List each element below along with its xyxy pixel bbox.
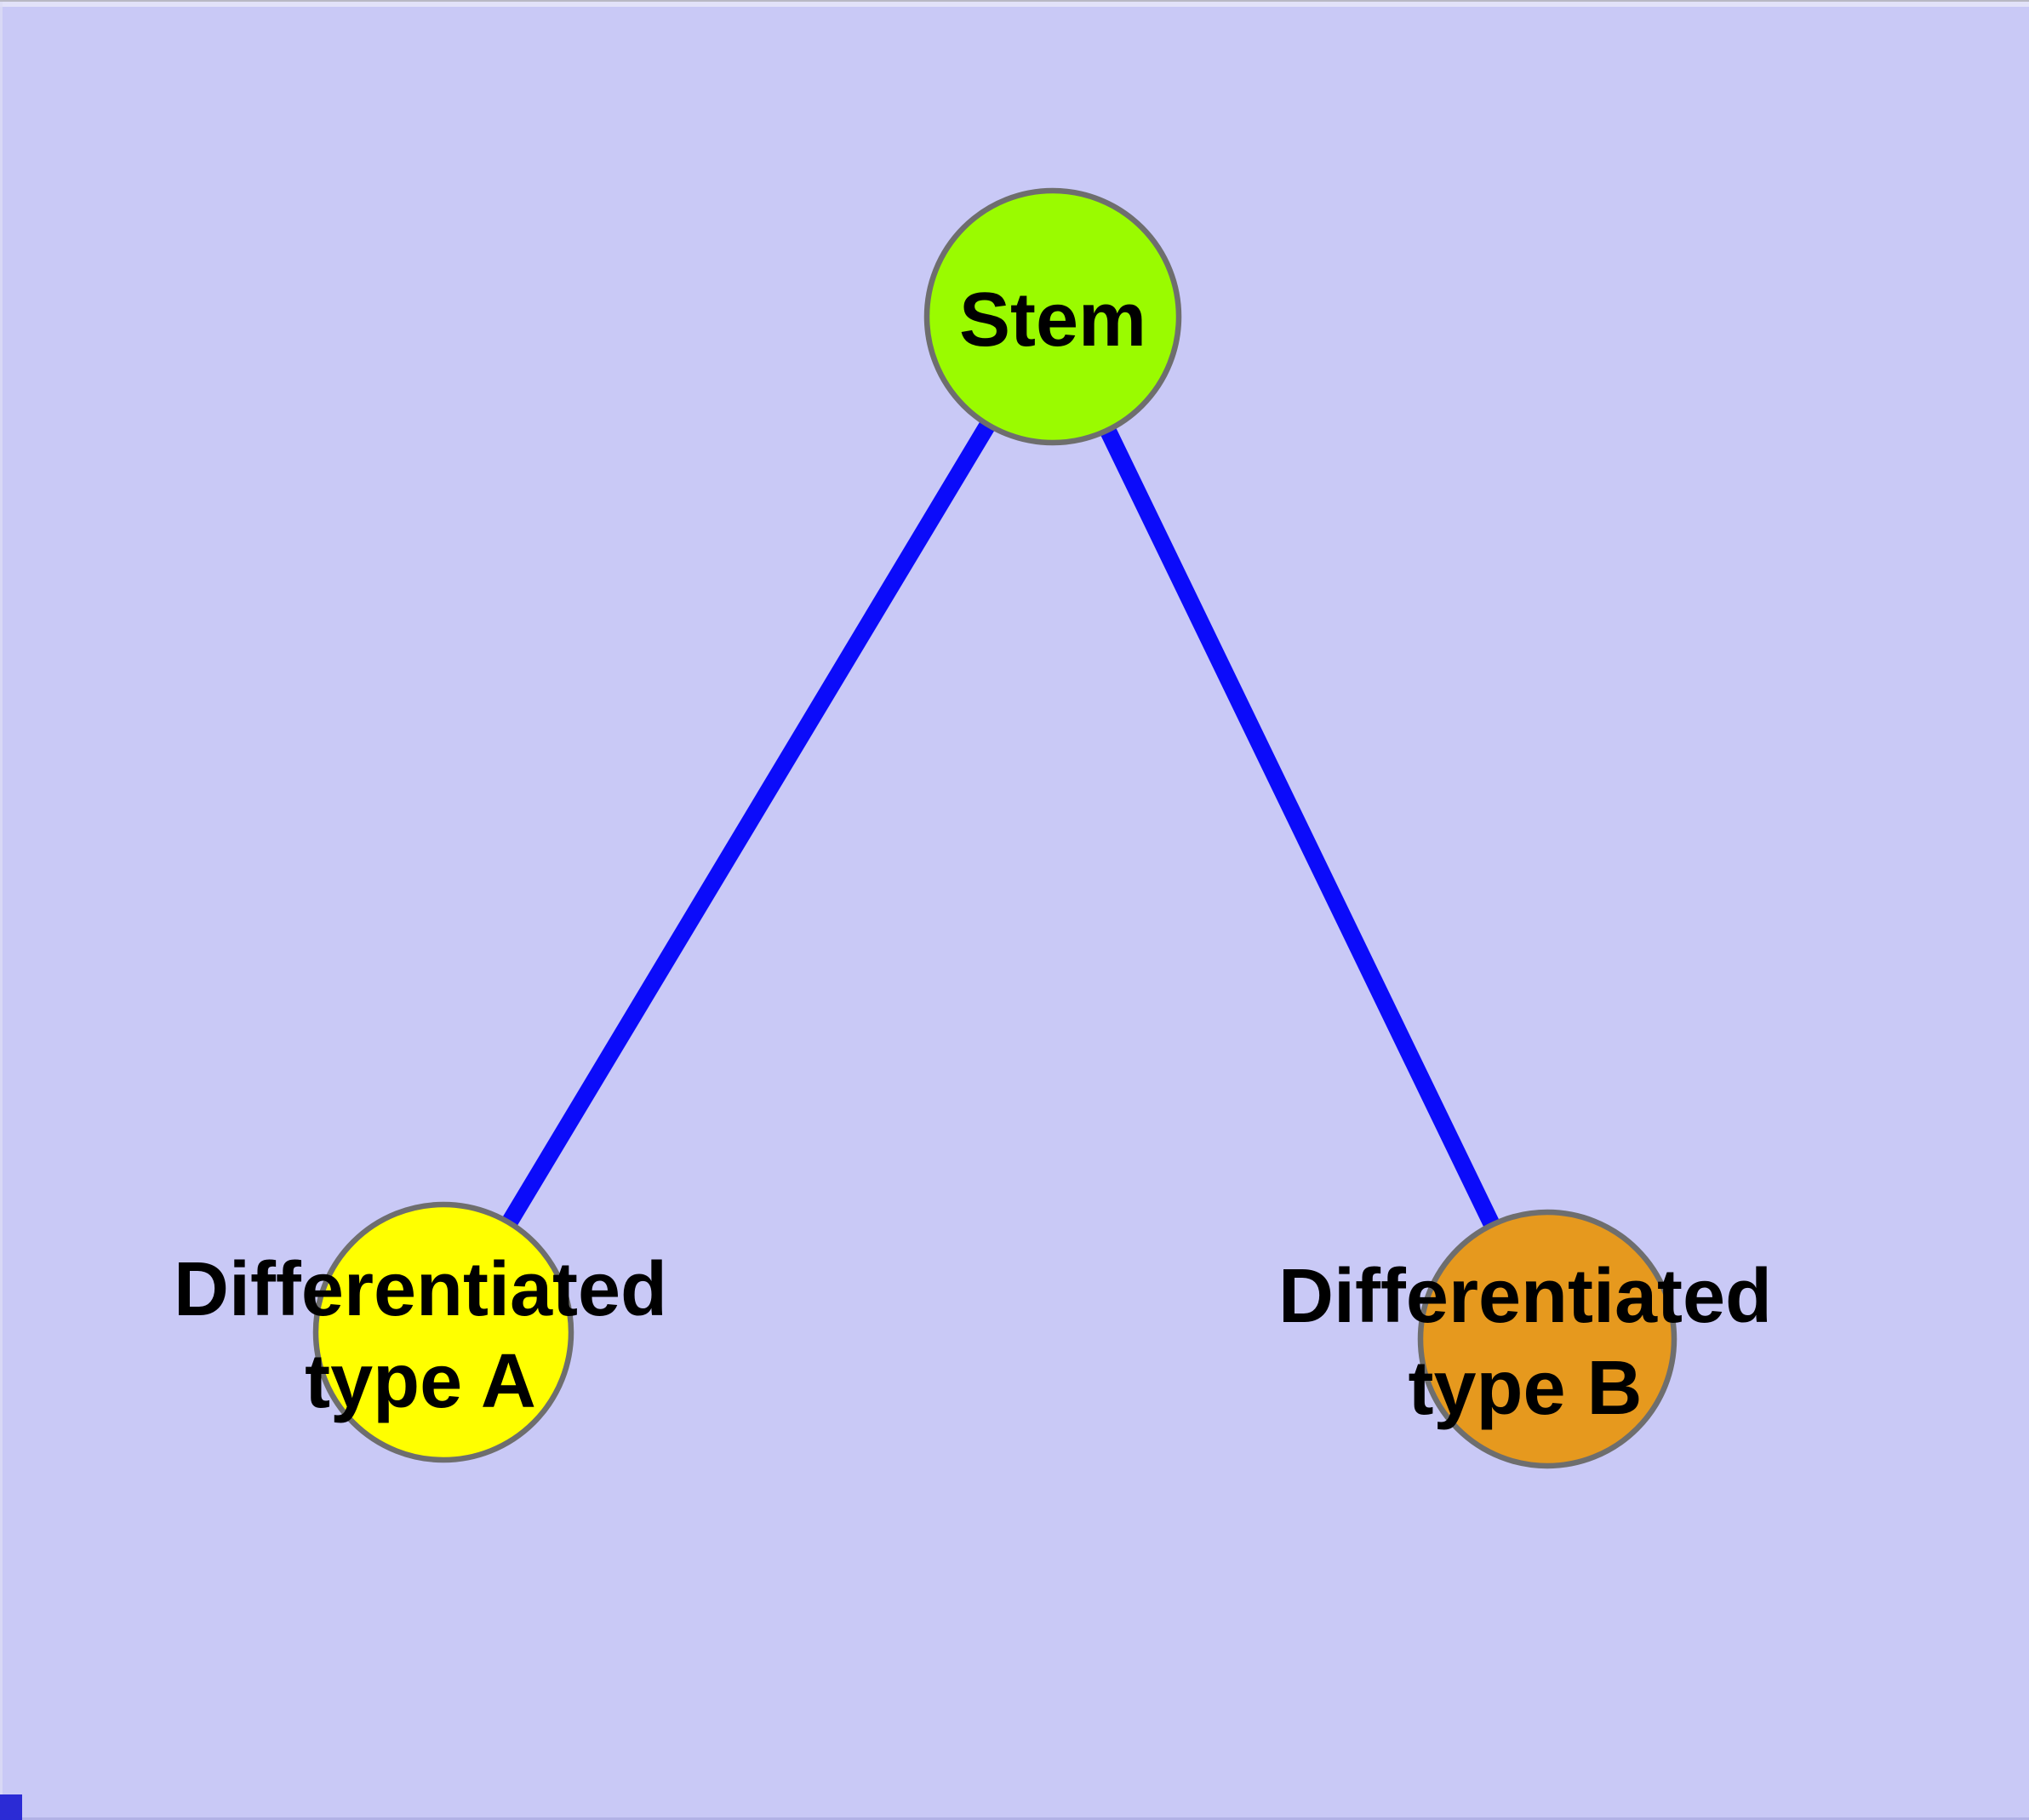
window-top-edge-line [0,0,2029,2]
window-bottom-edge-line [0,1817,2029,1820]
node-stem-circle [923,187,1182,446]
node-type-b-circle [1417,1209,1677,1469]
node-stem-label: Stem [959,278,1146,363]
window-left-edge-highlight [0,2,3,1820]
node-type-b-label-line-1: Differentiated [1278,1254,1772,1339]
edge-stem-to-type-a [436,312,1060,1337]
node-type-b-label-line-2: type B [1408,1346,1642,1431]
node-type-a-label-line-1: Differentiated [174,1247,667,1332]
window-corner-artifact [0,1794,22,1820]
node-type-a-label-line-2: type A [305,1339,536,1424]
edge-stem-to-type-b [1044,312,1556,1343]
window-top-edge-highlight [0,2,2029,7]
node-type-a-circle [312,1201,574,1463]
